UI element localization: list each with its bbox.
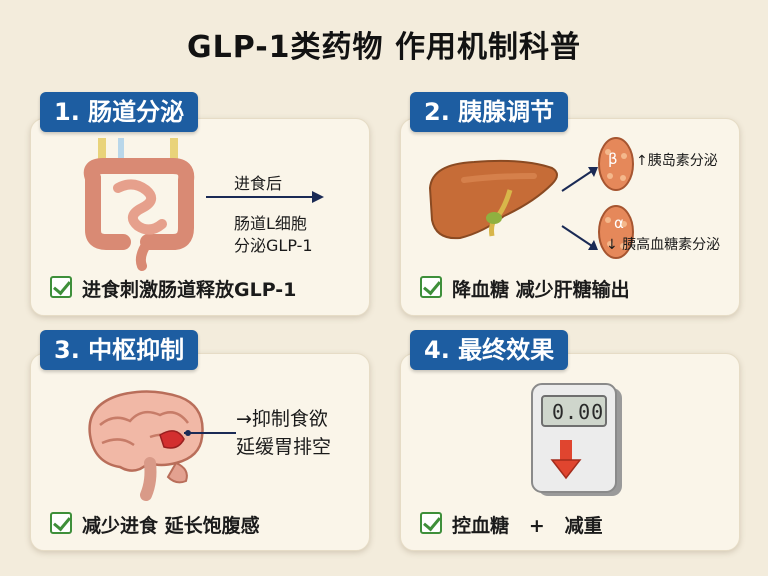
alpha-effect-text: ↓ 胰高血糖素分泌 [606,237,721,253]
check-box-icon [50,276,72,298]
panel-4-heading: 4. 最终效果 [410,330,569,370]
scale-display-reading: 0.00 [552,400,605,424]
panel-2-summary: 降血糖 减少肝糖输出 [452,279,630,301]
check-box-icon [50,512,72,534]
panel-3-heading: 3. 中枢抑制 [40,330,199,370]
panel-4-summary: 控血糖 + 减重 [452,515,603,537]
panel-1-caption-line1: 进食后 [234,174,283,193]
scale-icon [531,383,622,496]
pointer-line [184,430,236,436]
check-box-icon [420,276,442,298]
panel-3-caption-line1: →抑制食欲 [236,408,328,430]
panel-1-caption-line3: 分泌GLP-1 [234,236,313,255]
arrow-icon [561,225,598,250]
page-title: GLP-1类药物 作用机制科普 [187,30,581,65]
panel-2-heading: 2. 胰腺调节 [410,92,569,132]
panel-3-caption-line2: 延缓胃排空 [236,436,332,458]
panel-3-summary: 减少进食 延长饱腹感 [82,515,260,537]
brain-icon [88,390,204,501]
liver-icon [428,159,558,240]
alpha-symbol: α [614,214,624,232]
beta-symbol: β [608,150,618,168]
panel-central-suppression [30,353,370,551]
arrow-icon [206,191,324,203]
alpha-cell-icon [598,205,634,259]
arrow-icon [561,167,598,192]
panel-1-caption-line2: 肠道L细胞 [234,214,307,233]
panel-1-summary: 进食刺激肠道释放GLP-1 [82,279,297,301]
intestine-icon [83,138,195,271]
beta-effect-text: ↑胰岛素分泌 [636,153,718,169]
check-box-icon [420,512,442,534]
panel-1-heading: 1. 肠道分泌 [40,92,199,132]
beta-cell-icon [598,137,634,191]
